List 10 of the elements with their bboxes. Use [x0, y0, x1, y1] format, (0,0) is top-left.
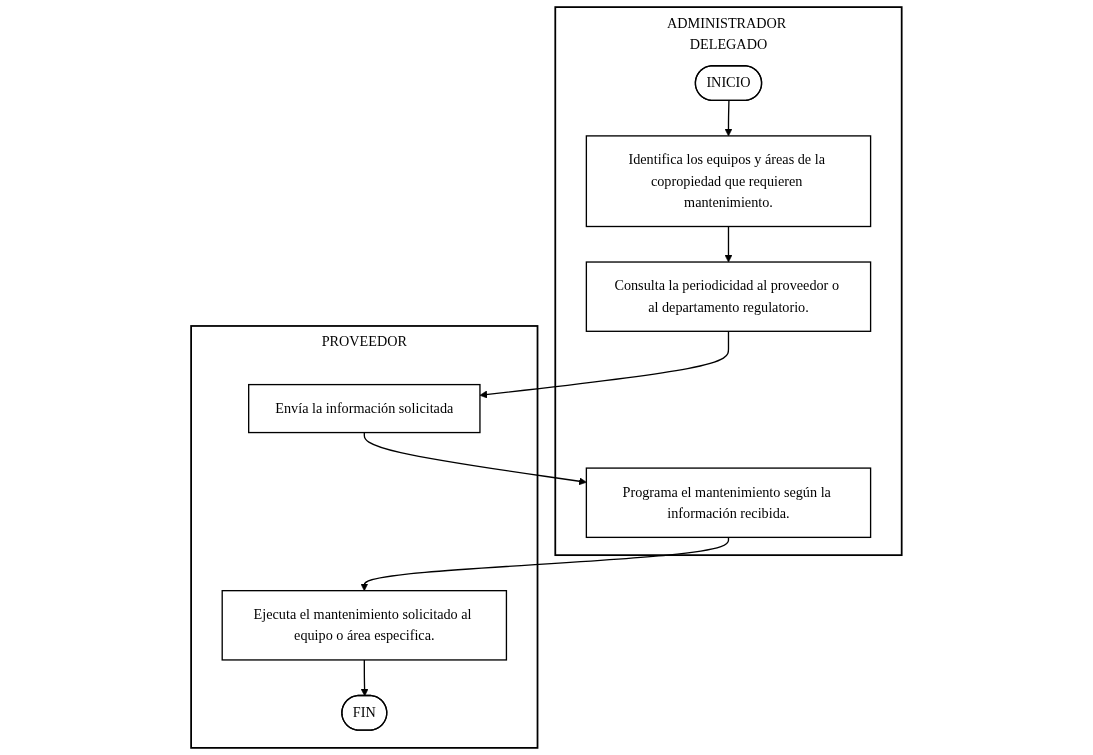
arrow — [360, 536, 730, 591]
node-box: Programa el mantenimiento según la información recibida. — [585, 467, 872, 539]
arrow — [360, 659, 369, 697]
arrow — [363, 431, 587, 486]
arrow — [724, 225, 733, 263]
node-box: Consulta la periodicidad al proveedor o al departamento regulatorio. — [585, 261, 872, 332]
node-box: Ejecuta el mantenimiento solicitado al equipo o área especifica. — [221, 590, 508, 661]
node-box: Identifica los equipos y áreas de la copropiedad que requieren mantenimiento. — [585, 135, 872, 228]
arrow — [724, 100, 733, 137]
node-box: Envía la información solicitada — [248, 383, 481, 434]
